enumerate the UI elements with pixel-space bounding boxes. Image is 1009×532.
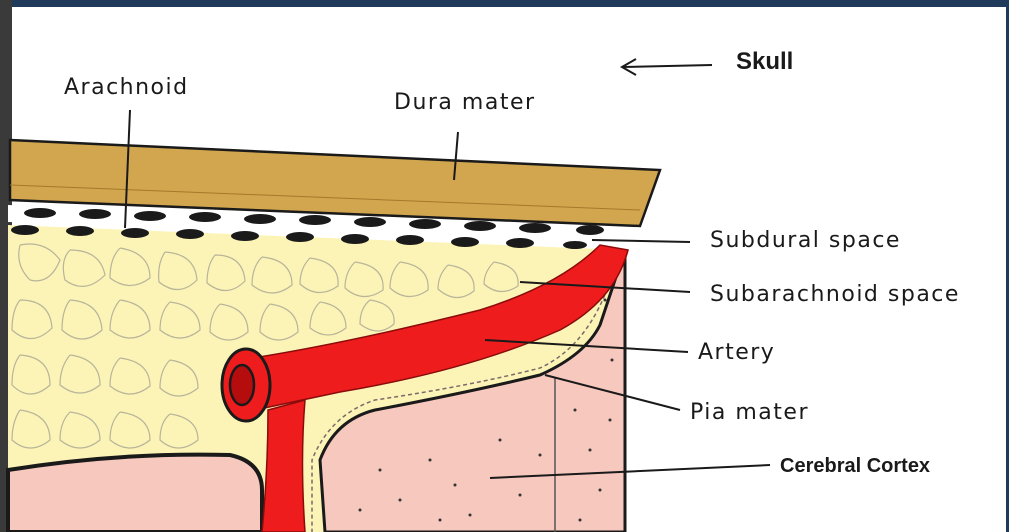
label-arachnoid: Arachnoid: [64, 75, 189, 100]
artery-branch: [262, 400, 305, 532]
label-subarachnoid-space: Subarachnoid space: [710, 282, 960, 307]
label-dura-mater: Dura mater: [394, 90, 536, 115]
artery-lumen: [230, 365, 254, 405]
label-subdural-space: Subdural space: [710, 228, 901, 253]
label-pia-mater: Pia mater: [690, 400, 809, 425]
label-cerebral-cortex: Cerebral Cortex: [780, 455, 930, 478]
label-artery: Artery: [698, 340, 775, 365]
gyrus-left: [8, 455, 262, 532]
skull-arrow-icon: [622, 59, 712, 75]
label-skull: Skull: [736, 48, 793, 76]
